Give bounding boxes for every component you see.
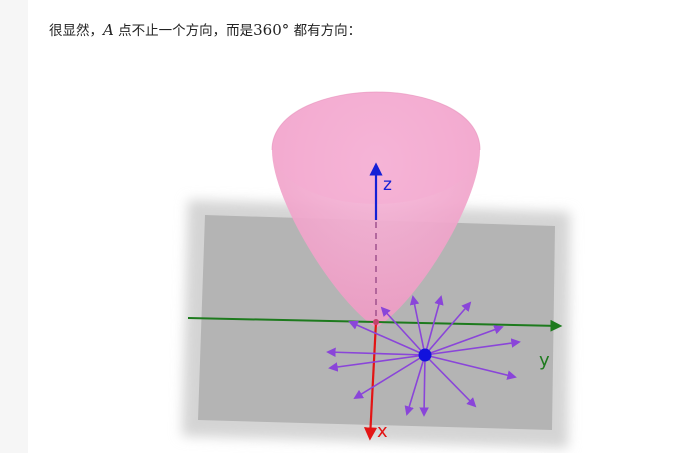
degrees-value: 360° xyxy=(253,21,290,39)
left-gutter xyxy=(0,0,28,453)
z-axis: z xyxy=(369,162,392,322)
z-axis-label: z xyxy=(383,175,392,195)
direction-arrows xyxy=(326,295,521,417)
x-axis: x xyxy=(363,321,388,442)
point-label: A xyxy=(103,21,114,39)
text-middle: 点不止一个方向，而是 xyxy=(113,23,254,39)
text-before: 很显然， xyxy=(49,23,103,39)
point-a xyxy=(418,348,432,362)
paraboloid-vertex xyxy=(373,319,379,325)
y-axis-label: y xyxy=(539,350,550,371)
x-axis-label: x xyxy=(377,421,388,442)
text-after: 都有方向： xyxy=(289,23,362,39)
explanation-text: 很显然，A 点不止一个方向，而是360° 都有方向： xyxy=(49,20,361,41)
